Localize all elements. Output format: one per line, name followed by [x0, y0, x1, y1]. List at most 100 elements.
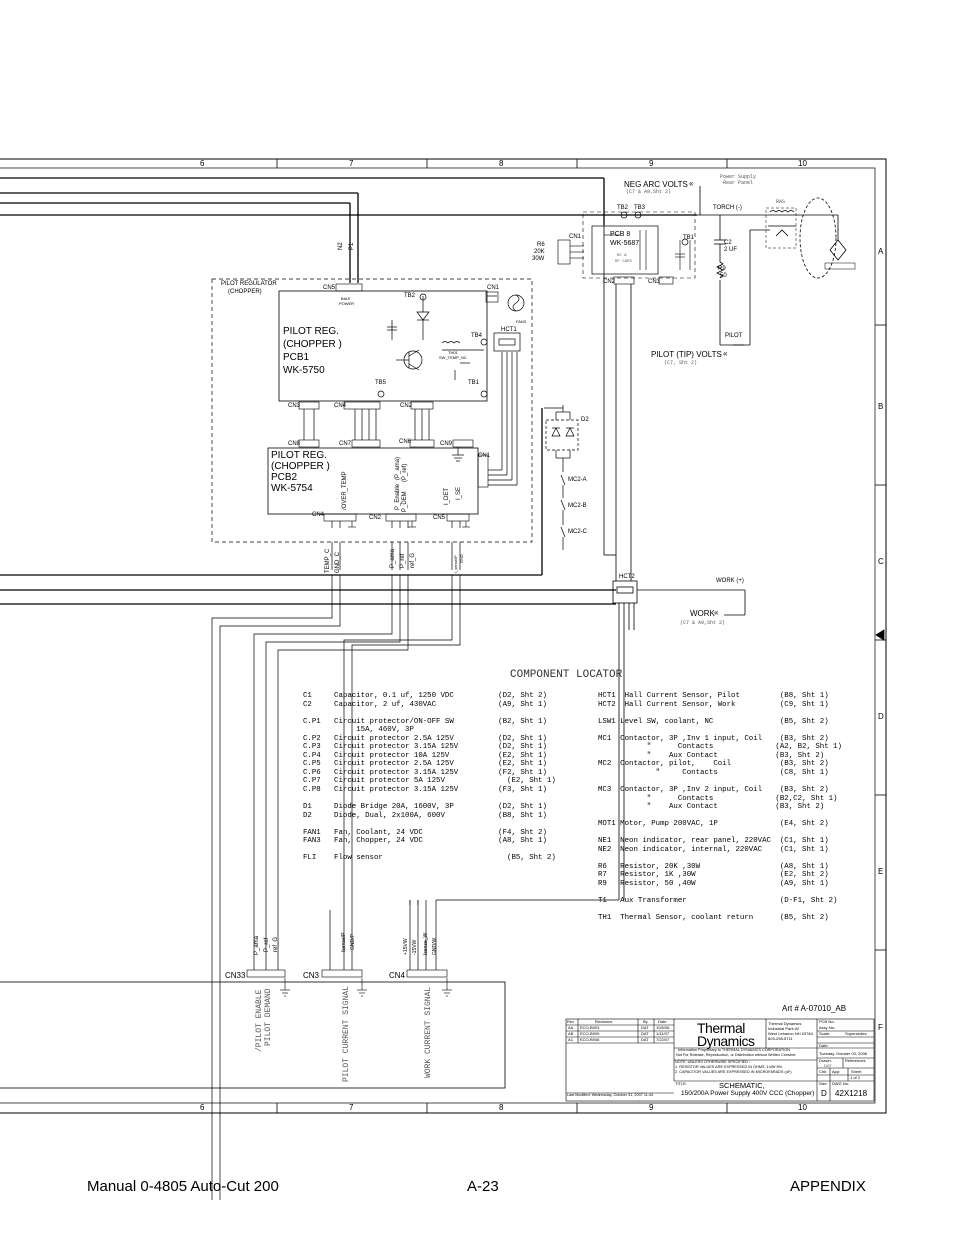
pcb2-cn2-label: CN2: [369, 515, 382, 521]
last-modified: Last Modified: Wednesday, October 31, 20…: [567, 1093, 654, 1097]
rc-caps-2: RF CAPS: [615, 260, 632, 264]
r6-watts: 30W: [532, 256, 545, 262]
title-label: TITLE:: [675, 1081, 688, 1086]
app-label: App:: [832, 1069, 841, 1074]
work-plus-label: WORK (+): [716, 578, 744, 584]
tb-by-header: By: [643, 1019, 648, 1024]
work-label: WORK: [690, 609, 715, 618]
grid-col-7-bottom: 7: [349, 1103, 354, 1112]
drawing-title-1: SCHEMATIC,: [719, 1081, 765, 1090]
pcb2-cn1-label: CN1: [478, 453, 491, 459]
grid-row-a: A: [878, 247, 884, 256]
drawn-by-value: DAT: [824, 1063, 832, 1068]
company-logo-thermal: Thermal: [697, 1020, 745, 1036]
isense-bottom-label: Isense/P: [341, 932, 347, 952]
pcb2-cn6-label: CN6: [399, 439, 412, 445]
dwg-no-value: 42X1218: [835, 1089, 868, 1098]
neg-arc-volts-label: NEG ARC VOLTS: [624, 180, 688, 189]
sheet-value: 1 of 2: [850, 1075, 861, 1080]
pilot-tip-arrow-icon: «: [723, 349, 728, 358]
grid-col-9: 9: [649, 159, 654, 168]
company-address-3: West Lebanon NH 03784: [768, 1031, 813, 1036]
component-locator-right-list: HCT1 Hall Current Sensor, Pilot (B8, Sht…: [598, 692, 842, 923]
cn1-label: CN1: [569, 234, 582, 240]
gndp-bottom-label: GND/P: [350, 934, 356, 950]
pcb1-cn3-label: CN3: [288, 403, 301, 409]
neg-arc-ref: (C7 & A9,Sht 2): [626, 189, 672, 195]
grid-row-d: D: [878, 712, 884, 721]
tb5-label: TB5: [375, 380, 387, 386]
size-label: Size: [819, 1081, 827, 1086]
c2-label: C2: [724, 240, 732, 246]
tb-rev-row-1-eco: ECO-B903: [580, 1025, 600, 1030]
pilot-label: PILOT: [725, 333, 743, 339]
drawn-label: Drawn:: [819, 1058, 832, 1063]
pilot-regulator-title: PILOT REGULATOR: [221, 281, 277, 287]
p-ref-wire-label: P_ref: [400, 553, 406, 568]
tb3-label: TB3: [634, 205, 646, 211]
i-se-label: I_SE: [456, 486, 462, 500]
grid-col-6-bottom: 6: [200, 1103, 205, 1112]
tb-rev-row-3-rev: AC: [568, 1037, 574, 1042]
pilot-demand-signal: PILOT DEMAND: [264, 988, 273, 1046]
pilot-tip-ref: (C7, Sht 2): [664, 360, 698, 366]
pcb1-cn2-label: CN2: [400, 403, 413, 409]
th01-label: TH01: [448, 350, 458, 355]
tb-rev-row-2-by: DAT: [641, 1031, 649, 1036]
gnd-c-wire-label: GND_C: [335, 551, 341, 573]
notes-line-2: 1. RESISTOR VALUES ARE EXPRESSED IN OHMS…: [675, 1065, 784, 1069]
company-address-1: Thermal Dynamics: [768, 1021, 802, 1026]
size-value: D: [821, 1089, 827, 1098]
d2-label: D2: [581, 417, 589, 423]
grid-row-f: F: [878, 1023, 883, 1032]
grid-col-8: 8: [499, 159, 504, 168]
grid-col-8-bottom: 8: [499, 1103, 504, 1112]
tb-rev-row-3-by: DAT: [641, 1037, 649, 1042]
tb-rev-row-3-date: 7/22/07: [656, 1037, 670, 1042]
pcb2-cn5-label: CN5: [433, 515, 446, 521]
work-arrow-icon: «: [714, 608, 719, 617]
p15vw-label: +15VW: [403, 938, 409, 955]
p-enable-label: P_Enable: [395, 483, 401, 510]
pcb2-cn9-label: CN9: [440, 441, 453, 447]
pcb1-name-4: WK-5750: [283, 365, 325, 376]
pcb2-cn8-label: CN8: [288, 441, 301, 447]
footer-section: APPENDIX: [790, 1178, 866, 1195]
grid-row-c: C: [878, 557, 884, 566]
work-ref: (C7 & A9,Sht 2): [680, 620, 726, 626]
tb-date-header: Date: [658, 1019, 667, 1024]
temp-c-wire-label: TEMP_C: [325, 548, 331, 573]
pcb8-title: PCB 8: [610, 231, 631, 238]
references-label: References: [845, 1058, 866, 1063]
pcb2-name-3: PCB2: [271, 472, 298, 483]
p-ref-label: (P_ref): [402, 463, 408, 482]
scale-label: Scale:: [819, 1031, 831, 1036]
m15vw-label: -15VW: [412, 939, 418, 955]
dwg-no-label: DWG No:: [832, 1081, 850, 1086]
company-address-2: Industrial Park #2: [768, 1026, 800, 1031]
tb-rev-row-1-by: DAT: [641, 1025, 649, 1030]
tb-rev-header: Rev: [567, 1019, 575, 1024]
mc2b-label: MC2-B: [568, 503, 587, 509]
pcb-no-label: PCB No:: [819, 1019, 835, 1024]
tb-rev-row-1-date: 10/5/06: [656, 1025, 670, 1030]
cn4-bottom-label: CN4: [389, 971, 406, 980]
isense-w-label: Isense_W: [423, 932, 429, 955]
tb-rev-row-1-rev: AA: [568, 1025, 574, 1030]
hct2-label: HCT2: [619, 574, 635, 580]
ref-g-wire-label: ref_G: [410, 552, 416, 568]
ps-rear-panel-1: Power Supply: [720, 174, 757, 180]
pilot-enable-signal: /PILOT ENABLE: [255, 989, 264, 1052]
th01-type: SW_TEMP_NC: [439, 355, 467, 360]
pcb1-cn1-label: CN1: [487, 285, 500, 291]
p-ref-bottom-label: P_ref: [264, 937, 270, 952]
gnd-wire-label: GND: [459, 554, 464, 563]
ras-label: RAS: [776, 199, 786, 205]
pcb1-name-3: PCB1: [283, 352, 310, 363]
neg-arc-arrow-icon: «: [689, 179, 694, 188]
tb-rev-row-3-eco: ECO-B946: [580, 1037, 600, 1042]
footer-manual: Manual 0-4805 Auto-Cut 200: [87, 1178, 279, 1195]
rc-caps-1: RC &: [617, 254, 627, 258]
notes-line-3: 2. CAPACITOR VALUES ARE EXPRESSED IN MIC…: [675, 1070, 793, 1074]
